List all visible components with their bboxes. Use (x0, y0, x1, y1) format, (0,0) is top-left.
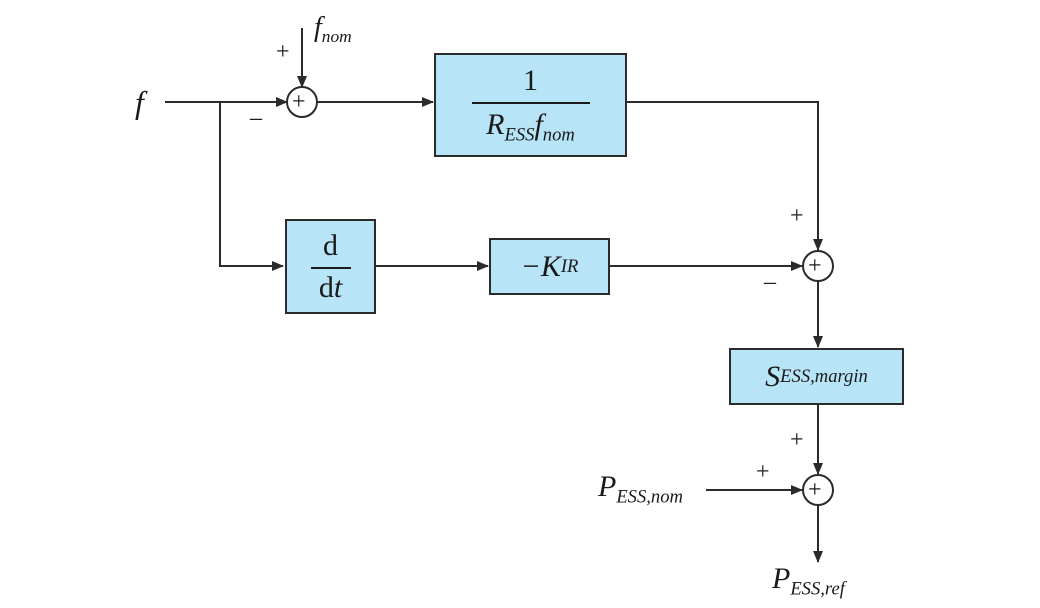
input-fnom-label: fnom (314, 12, 352, 47)
droop-block: 1 RESSfnom (434, 53, 627, 157)
margin-sub: ESS,margin (780, 365, 868, 387)
sum3-plus-glyph: + (808, 477, 822, 503)
droop-den-ess: ESS (504, 124, 535, 146)
droop-denominator: RESSfnom (486, 108, 575, 147)
derivative-fraction: d dt (287, 221, 374, 312)
fnom-base: f (314, 12, 322, 43)
droop-den-nom: nom (542, 124, 575, 146)
input-pnom-label: PESS,nom (598, 472, 683, 507)
margin-base: S (765, 359, 781, 393)
pnom-base: P (598, 470, 617, 503)
derivative-block: d dt (285, 219, 376, 314)
sum3-left-sign: + (756, 459, 770, 485)
droop-fraction-bar (471, 101, 590, 104)
summing-junction-3 (802, 474, 834, 506)
summing-junction-1 (286, 86, 318, 118)
fnom-sub: nom (321, 27, 352, 47)
pref-base: P (772, 562, 791, 595)
line-droop-sum2 (627, 101, 823, 251)
derivative-denominator: dt (319, 271, 342, 305)
summing-junction-2 (802, 250, 834, 282)
sum2-left-sign: – (764, 269, 776, 295)
sum2-top-sign: + (790, 203, 804, 229)
derivative-fraction-bar (310, 266, 351, 269)
input-f-label: f (135, 84, 144, 120)
sum3-top-sign: + (790, 427, 804, 453)
output-pref-label: PESS,ref (772, 564, 845, 599)
gain-sub: IR (560, 255, 579, 277)
gain-prefix: −K (520, 249, 561, 283)
line-branch-derivative (219, 102, 284, 271)
derivative-den-d: d (318, 270, 334, 304)
droop-den-r: R (486, 107, 505, 141)
derivative-den-t: t (333, 270, 343, 304)
droop-numerator: 1 (523, 63, 538, 97)
pnom-sub: ESS,nom (616, 486, 683, 508)
sum1-plus-glyph: + (292, 89, 306, 115)
sum1-left-sign: – (250, 105, 262, 131)
sum1-top-sign: + (276, 39, 290, 65)
pref-sub: ESS,ref (790, 578, 845, 600)
droop-fraction: 1 RESSfnom (436, 55, 625, 155)
droop-den-f: f (534, 107, 543, 141)
derivative-numerator: d (323, 228, 338, 262)
sum2-plus-glyph: + (808, 253, 822, 279)
